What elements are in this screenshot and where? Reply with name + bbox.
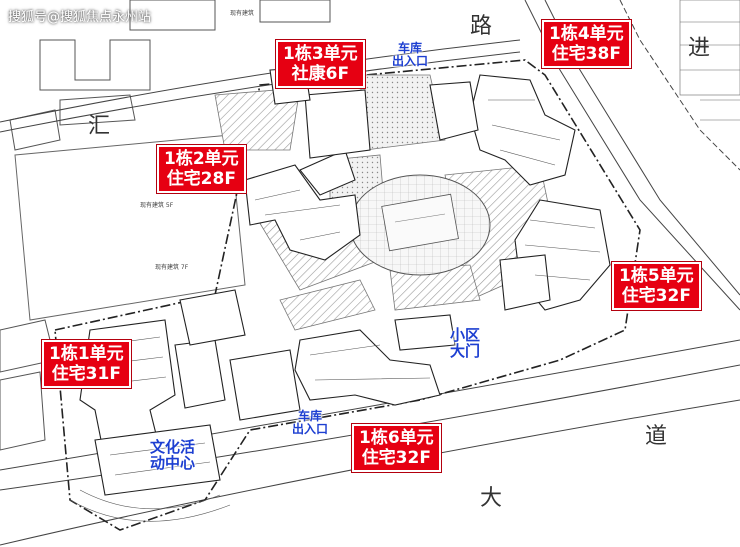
building-label-unit-5: 1栋5单元 住宅32F xyxy=(612,262,701,310)
building-label-unit-5-use: 住宅32F xyxy=(621,286,691,306)
building-label-unit-4-name: 1栋4单元 xyxy=(549,24,624,44)
building-label-unit-3-use: 社康6F xyxy=(291,64,350,84)
drawing-legend-lines xyxy=(679,0,740,121)
building-label-unit-5-name: 1栋5单元 xyxy=(619,266,694,286)
road-label-north: 路 xyxy=(470,14,493,39)
activity-center-line1: 文化活 xyxy=(150,438,196,456)
garage-entrance-north-line2: 出入口 xyxy=(392,53,429,68)
activity-center-line2: 动中心 xyxy=(150,453,196,472)
road-label-east: 进 xyxy=(688,36,711,61)
plan-note-west-2: 现有建筑 7F xyxy=(155,264,189,271)
main-gate-label: 小区 大门 xyxy=(450,326,481,360)
building-label-unit-6-name: 1栋6单元 xyxy=(359,428,434,448)
building-label-unit-1: 1栋1单元 住宅31F xyxy=(42,340,131,388)
building-label-unit-1-name: 1栋1单元 xyxy=(49,344,124,364)
road-label-south-1: 大 xyxy=(480,486,503,511)
activity-center-label: 文化活 动中心 xyxy=(150,438,196,472)
building-label-unit-2: 1栋2单元 住宅28F xyxy=(157,145,246,193)
building-label-unit-2-use: 住宅28F xyxy=(166,169,236,189)
garage-entrance-south-line2: 出入口 xyxy=(292,421,329,436)
building-label-unit-4: 1栋4单元 住宅38F xyxy=(542,20,631,68)
garage-entrance-north-line1: 车库 xyxy=(398,41,423,55)
garage-entrance-north-label: 车库 出入口 xyxy=(392,42,428,67)
road-label-west: 汇 xyxy=(88,114,111,139)
building-label-unit-6-use: 住宅32F xyxy=(361,448,431,468)
building-label-unit-4-use: 住宅38F xyxy=(551,44,621,64)
building-footprints xyxy=(79,67,611,496)
building-label-unit-6: 1栋6单元 住宅32F xyxy=(352,424,441,472)
main-gate-line2: 大门 xyxy=(450,341,481,360)
watermark-text: 搜狐号@搜狐焦点永州站 xyxy=(8,10,152,25)
garage-entrance-south-label: 车库 出入口 xyxy=(292,410,328,435)
building-label-unit-3-name: 1栋3单元 xyxy=(283,44,358,64)
sports-field xyxy=(349,174,491,276)
building-label-unit-1-use: 住宅31F xyxy=(51,364,121,384)
plan-note-west: 现有建筑 5F xyxy=(140,202,174,209)
road-label-south-2: 道 xyxy=(645,424,668,449)
building-label-unit-3: 1栋3单元 社康6F xyxy=(276,40,365,88)
plan-note-north: 现有建筑 xyxy=(230,10,255,17)
building-label-unit-2-name: 1栋2单元 xyxy=(164,149,239,169)
main-gate-line1: 小区 xyxy=(450,326,481,344)
building-details xyxy=(69,99,601,522)
existing-buildings xyxy=(0,0,331,451)
garage-entrance-south-line1: 车库 xyxy=(298,409,323,423)
